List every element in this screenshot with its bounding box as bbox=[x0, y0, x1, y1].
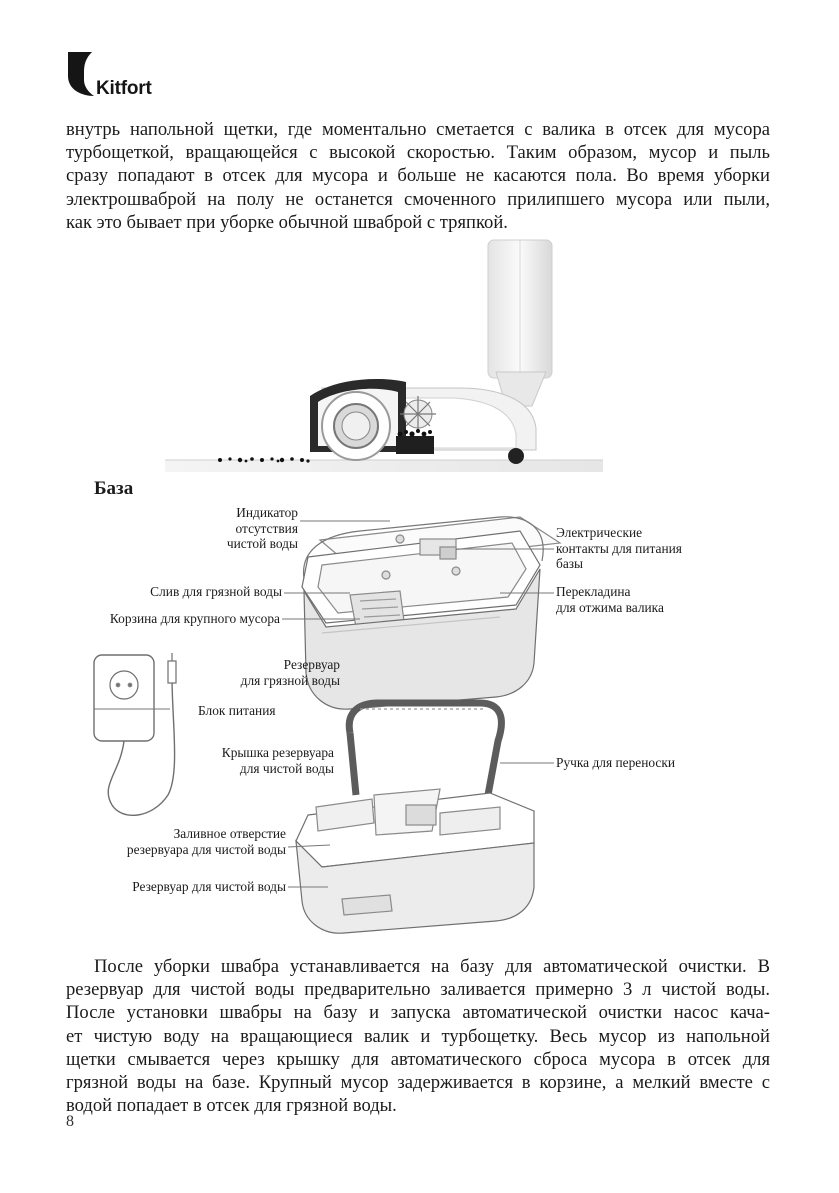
callout-handle: Ручка для переноски bbox=[556, 755, 676, 770]
outro-line: После установки швабры на базу и запуска… bbox=[66, 1002, 770, 1024]
callout-drain: Слив для грязной воды bbox=[150, 584, 282, 599]
section-title: База bbox=[94, 478, 134, 499]
outro-line: щетки смывается через крышку для автомат… bbox=[66, 1048, 770, 1070]
callout-crossbar: Перекладина для отжима валика bbox=[556, 584, 664, 615]
intro-paragraph: внутрь напольной щетки, где моментально … bbox=[66, 118, 770, 234]
outro-line: водой попадает в отсек для грязной воды. bbox=[66, 1095, 397, 1117]
callout-contacts: Электрические контакты для питания базы bbox=[556, 525, 682, 572]
callout-line: Электрические bbox=[556, 525, 643, 540]
callout-line: отсутствия bbox=[235, 520, 298, 536]
callout-clean-lid: Крышка резервуара для чистой воды bbox=[180, 745, 334, 776]
callout-basket: Корзина для крупного мусора bbox=[109, 611, 280, 626]
base-station-illustration: Индикатор отсутствия чистой воды Электри… bbox=[60, 495, 780, 935]
brand-name: Kitfort bbox=[96, 78, 152, 99]
intro-line: сразу попадают в отсек для мусора и боль… bbox=[66, 165, 770, 187]
intro-line: электрошваброй на полу не останется смоч… bbox=[66, 188, 770, 210]
callout-line: Перекладина bbox=[556, 584, 631, 599]
callout-line: контакты для питания bbox=[556, 540, 682, 556]
callout-line: чистой воды bbox=[226, 536, 298, 551]
outro-line: После уборки швабра устанавливается на б… bbox=[94, 956, 770, 977]
outro-line: резервуар для чистой воды предварительно… bbox=[66, 979, 770, 1001]
callout-line: для чистой воды bbox=[239, 760, 334, 776]
intro-line: турбощеткой, вращающейся с высокой скоро… bbox=[66, 142, 770, 164]
callout-power-unit: Блок питания bbox=[198, 703, 276, 718]
kitfort-leaf-icon bbox=[68, 52, 94, 96]
intro-line: как это бывает при уборке обычной швабро… bbox=[66, 211, 508, 233]
callout-line: Индикатор bbox=[236, 505, 298, 520]
callout-line: Резервуар bbox=[283, 657, 340, 672]
callout-line: Заливное отверстие bbox=[173, 826, 286, 841]
callout-line: для грязной воды bbox=[240, 672, 340, 688]
brand-logo: Kitfort bbox=[66, 50, 186, 100]
callout-line: Крышка резервуара bbox=[221, 745, 334, 760]
callout-clean-tank: Резервуар для чистой воды bbox=[132, 879, 286, 894]
callout-fill-hole: Заливное отверстие резервуара для чистой… bbox=[66, 826, 286, 857]
callout-dirty-tank: Резервуар для грязной воды bbox=[210, 657, 340, 688]
callout-line: резервуара для чистой воды bbox=[126, 841, 286, 857]
callout-indicator: Индикатор отсутствия чистой воды bbox=[188, 505, 298, 552]
page-number: 8 bbox=[66, 1113, 74, 1130]
outro-paragraph: После уборки швабра устанавливается на б… bbox=[66, 955, 770, 1117]
outro-line: грязной воды на базе. Крупный мусор заде… bbox=[66, 1072, 770, 1094]
intro-line: внутрь напольной щетки, где моментально … bbox=[66, 119, 770, 140]
callout-line: базы bbox=[556, 556, 584, 571]
callout-line: для отжима валика bbox=[556, 599, 664, 615]
outro-line: ет чистую воду на вращающиеся валик и ту… bbox=[66, 1025, 770, 1047]
mop-head-illustration bbox=[160, 238, 605, 474]
